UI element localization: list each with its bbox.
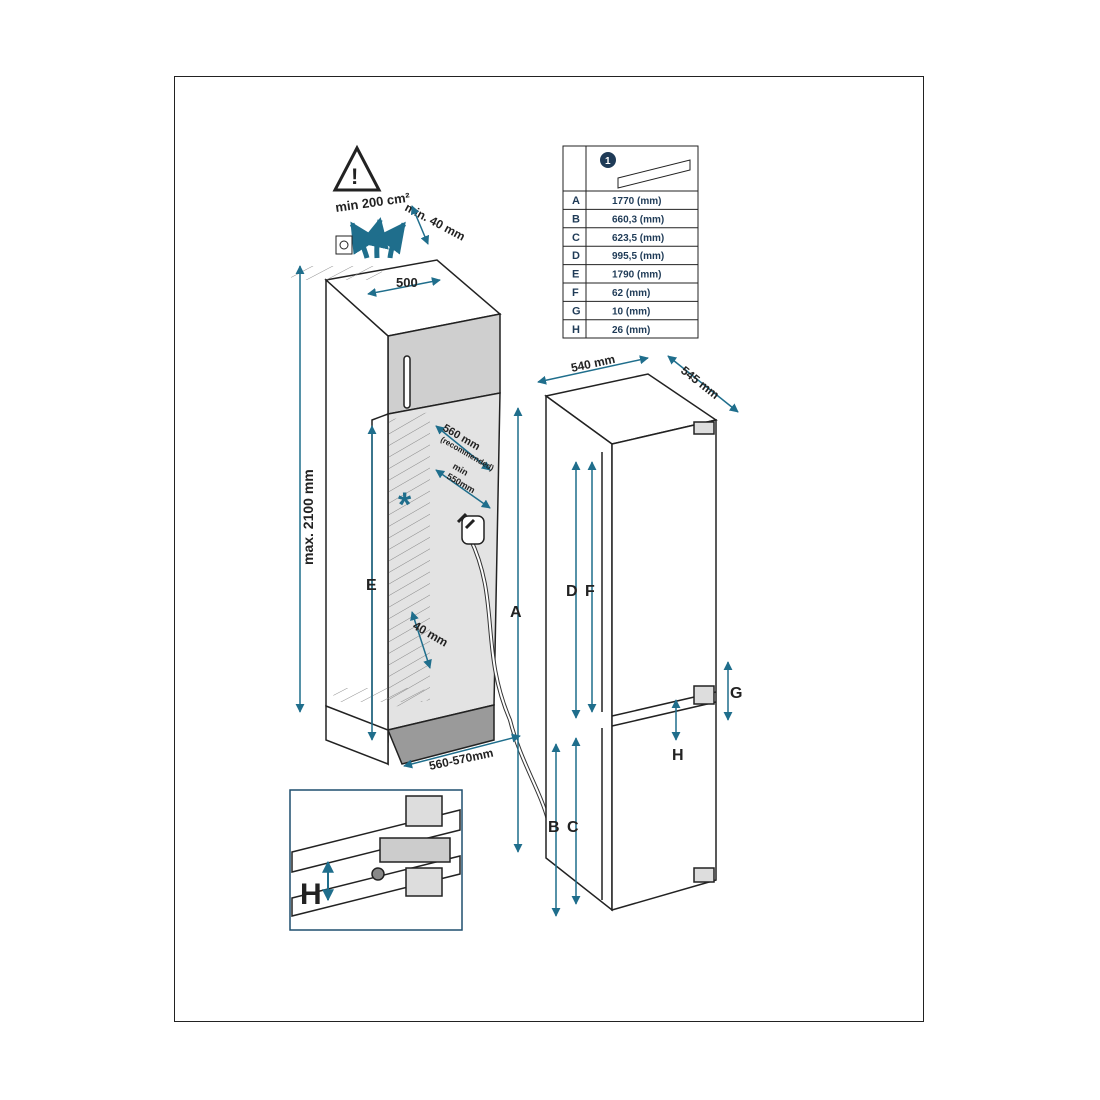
table-header-badge: 1: [605, 156, 611, 167]
label-e: E: [366, 577, 377, 594]
fridge-width-label: 540 mm: [570, 352, 617, 375]
hinge-top-icon: [693, 421, 715, 435]
table-value-c: 623,5 (mm): [612, 233, 664, 244]
label-a: A: [510, 604, 522, 621]
table-value-d: 995,5 (mm): [612, 251, 664, 262]
hinge-detail-inset: H: [289, 789, 463, 931]
socket-icon: [335, 235, 353, 255]
cabinet-handle-icon: [403, 355, 411, 409]
power-plug-icon: [456, 512, 485, 545]
niche-depth-arrow: [403, 733, 521, 769]
fridge-depth-arrow: [667, 355, 739, 413]
label-b: B: [548, 819, 560, 836]
table-key-e: E: [572, 269, 579, 281]
table-key-a: A: [572, 195, 580, 207]
gap-top-arrow: [410, 205, 430, 245]
table-value-a: 1770 (mm): [612, 196, 661, 207]
asterisk-icon: *: [398, 486, 412, 524]
ventilation-label: min 200 cm²: [334, 190, 411, 215]
hinge-middle-icon: [693, 685, 715, 705]
table-key-g: G: [572, 305, 581, 317]
table-key-f: F: [572, 287, 579, 299]
table-header-badge-icon: [600, 152, 616, 168]
warning-group: ! min 200 cm² min. 40 mm: [332, 144, 467, 259]
detail-label-h: H: [300, 878, 322, 911]
table-value-h: 26 (mm): [612, 325, 650, 336]
table-key-c: C: [572, 232, 580, 244]
width-inner-arrow: [367, 277, 441, 297]
cabinet-drawing: [290, 259, 550, 821]
fridge-depth-label: 545 mm: [678, 363, 722, 402]
fridge-width-arrow: [537, 355, 649, 385]
depth-recommended-arrow: [435, 425, 491, 471]
label-c: C: [567, 819, 579, 836]
dimension-table: A 1770 (mm) B 660,3 (mm) C 623,5 (mm) D 995,5 (…: [562, 145, 699, 339]
diagram-frame: [174, 76, 924, 1022]
table-key-d: D: [572, 250, 580, 262]
mounting-bracket-icon: [617, 159, 691, 189]
label-h: H: [672, 747, 684, 764]
fridge-front: [611, 419, 717, 911]
table-value-e: 1790 (mm): [612, 270, 661, 281]
cabinet-dimensions: [295, 265, 521, 769]
label-d: D: [566, 583, 578, 600]
hinge-bottom-icon: [693, 867, 715, 883]
depth-min-arrow: [435, 469, 491, 509]
width-inner-label: 500: [396, 275, 418, 290]
warning-icon: [332, 144, 382, 192]
detail-hinge-upper-icon: [405, 795, 443, 827]
table-value-g: 10 (mm): [612, 306, 650, 317]
fridge-dimensions: [513, 355, 739, 917]
height-max-label: max. 2100 mm: [300, 469, 316, 565]
gap-bottom-arrow: [410, 611, 432, 669]
table-value-b: 660,3 (mm): [612, 214, 664, 225]
label-g: G: [730, 685, 742, 702]
table-key-h: H: [572, 324, 580, 336]
detail-screw-icon: [371, 867, 385, 881]
table-value-f: 62 (mm): [612, 288, 650, 299]
warning-exclaim-icon: !: [351, 164, 358, 189]
socket-hole-icon: [339, 240, 349, 250]
table-key-b: B: [572, 213, 580, 225]
label-f: F: [585, 583, 595, 600]
detail-hinge-lower-icon: [379, 837, 451, 863]
airflow-arrows-icon: [349, 217, 407, 259]
